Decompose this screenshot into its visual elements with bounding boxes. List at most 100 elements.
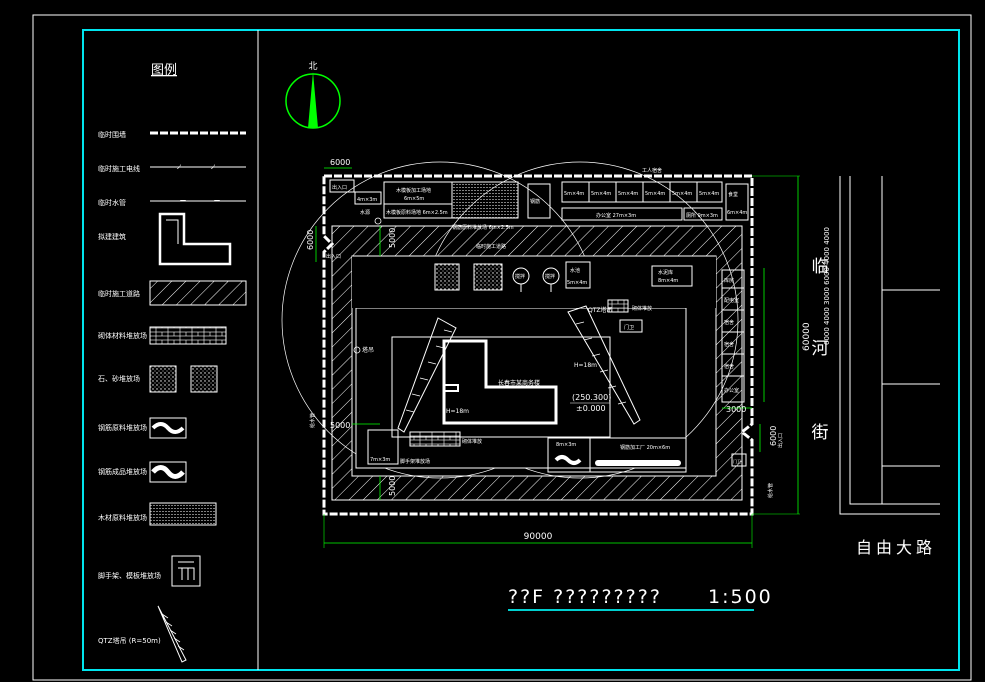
dim-left-5000-top: 5000 — [388, 228, 397, 248]
legend-label-temp-water: 临时水管 — [98, 198, 126, 207]
water-mark-1: 一 — [180, 198, 186, 205]
scaffold-label: 脚手架堆放场 — [400, 458, 430, 465]
scaffold-glyph — [178, 561, 195, 580]
gate-room-top-left — [329, 179, 355, 193]
legend-label-timber-yard: 木材原料堆放场 — [98, 513, 147, 522]
legend-label-sand-yard: 石、砂堆放场 — [98, 374, 140, 383]
main-building — [442, 339, 558, 425]
right-room-2: 配电室 — [724, 297, 739, 304]
steel-product-wave — [151, 465, 185, 479]
power-mark-2: ノ — [210, 164, 216, 171]
right-pipe-label: 给水管 — [767, 483, 774, 498]
street-east-char-3: 街 — [812, 423, 829, 443]
gate-house — [619, 319, 643, 333]
yard-7x3-label: 7m×3m — [370, 457, 390, 463]
rebar-8x3-label: 8m×3m — [556, 442, 576, 448]
dim-left-5000-bot: 5000 — [388, 476, 397, 496]
drawing-title: ??F ????????? — [508, 586, 662, 608]
rebar-small-label: 钢筋 — [530, 198, 540, 205]
toilet-label: 厕所 9m×3m — [686, 212, 718, 219]
dim-right-stack: 6000 4000 3000 6000 4000 4000 — [823, 227, 831, 345]
office-cell-1: 5m×4m — [564, 191, 584, 197]
timber-store — [383, 203, 453, 219]
main-building-label: 长春市某商务楼 — [498, 379, 540, 387]
building-h2: H=18m — [574, 362, 597, 369]
rebar-shop-label: 钢筋加工厂 20m×6m — [620, 444, 670, 451]
dim-right-3000: 3000 — [726, 405, 746, 414]
timber-shop-dim: 6m×5m — [404, 196, 424, 202]
tower-left-marker — [353, 346, 361, 354]
gate-house-label: 门卫 — [624, 324, 634, 331]
rebar-shop — [589, 437, 687, 473]
rebar-small-yard — [527, 183, 551, 219]
office-row — [561, 207, 683, 221]
tower-crane-right-lattice — [575, 321, 627, 405]
legend-label-tower-crane: QTZ塔吊 (R=50m) — [98, 636, 161, 645]
tower-crane-left-lattice — [405, 329, 453, 413]
tower-crane-symbol — [157, 605, 187, 663]
main-building-notch — [444, 384, 459, 392]
right-room-1: 库房 — [724, 277, 734, 284]
legend-label-brick-yard: 砌体材料堆放场 — [98, 331, 147, 340]
room-4x3-label: 4m×3m — [357, 197, 377, 203]
dim-top-left: 6000 — [330, 158, 350, 167]
legend-label-temp-fence: 临时围墙 — [98, 130, 126, 139]
room-water-label: 水源 — [360, 209, 370, 216]
drawing-frame — [82, 29, 960, 671]
steel-yard-wave — [151, 422, 185, 434]
street-east-char-2: 河 — [812, 339, 829, 359]
dim-right-6000: 6000 — [769, 426, 778, 446]
elevation-1: (250.300) — [572, 393, 611, 402]
street-south-label: 自由大路 — [856, 538, 936, 557]
right-room-3: 宿舍 — [724, 319, 734, 326]
right-room-6: 办公室 — [724, 387, 739, 394]
room-4x3 — [354, 191, 382, 205]
inner-zone-top — [352, 256, 716, 308]
toilet — [683, 207, 723, 221]
brick-right-label: 砌体堆放 — [632, 305, 652, 312]
power-mark-1: ノ — [176, 164, 182, 171]
cement-label: 水泥库 — [658, 269, 673, 276]
small-box-label: 门卫 — [733, 458, 741, 464]
legend-title: 图例 — [151, 63, 177, 78]
legend-label-temp-power: 临时施工电线 — [98, 164, 140, 173]
cement-dim: 8m×4m — [658, 278, 678, 284]
gate-top-left-label: 出入口 — [332, 184, 347, 191]
scaffold-yard — [367, 429, 399, 465]
temp-road-symbol — [149, 280, 247, 306]
temp-road-label: 临时施工道路 — [476, 243, 506, 250]
timber-yard-symbol — [149, 502, 217, 526]
office-label: 办公室 27m×3m — [596, 212, 636, 219]
office-cell-6: 5m×4m — [699, 191, 719, 197]
left-pipe-label: 给水管 — [309, 413, 316, 428]
legend-label-temp-road: 临时施工道路 — [98, 289, 140, 298]
legend-label-steel-product-yard: 钢筋成品堆放场 — [98, 467, 147, 476]
office-cell-5: 5m×4m — [672, 191, 692, 197]
elevation-2: ±0.000 — [576, 404, 606, 413]
gate-box-right — [731, 453, 747, 467]
building-symbol-inner — [166, 219, 179, 244]
dim-left-6000: 6000 — [306, 230, 315, 250]
office-cell-3: 5m×4m — [618, 191, 638, 197]
mixer-label-1: 搅拌 — [515, 273, 525, 280]
tower-crane-left — [397, 317, 457, 433]
water-tank-dim: 5m×4m — [567, 280, 587, 286]
sand-symbol — [190, 365, 218, 393]
legend-label-building: 拟建建筑 — [98, 232, 126, 241]
stone-symbol — [149, 365, 177, 393]
right-room-4: 宿舍 — [724, 341, 734, 348]
legend-panel: 图例 临时围墙 临时施工电线 ノ ノ 临时水管 一 一 拟建建筑 临时施工道路 … — [98, 63, 247, 663]
tower-label: QTZ塔吊 — [588, 306, 613, 314]
building-symbol — [158, 212, 232, 266]
steel-product-symbol — [149, 461, 187, 483]
canteen-dim: 6m×4m — [727, 210, 747, 216]
steel-yard-symbol — [149, 417, 187, 439]
office-cell-2: 5m×4m — [591, 191, 611, 197]
workers-area-label: 工人宿舍 — [642, 167, 662, 174]
building-height: H=18m — [446, 408, 469, 415]
brick-yard-symbol — [149, 326, 227, 345]
mixer-label-2: 搅拌 — [545, 273, 555, 280]
scaffold-symbol — [171, 555, 201, 587]
dimensions: 6000 6000 5000 5000 5000 60000 6000 4000… — [306, 158, 831, 548]
